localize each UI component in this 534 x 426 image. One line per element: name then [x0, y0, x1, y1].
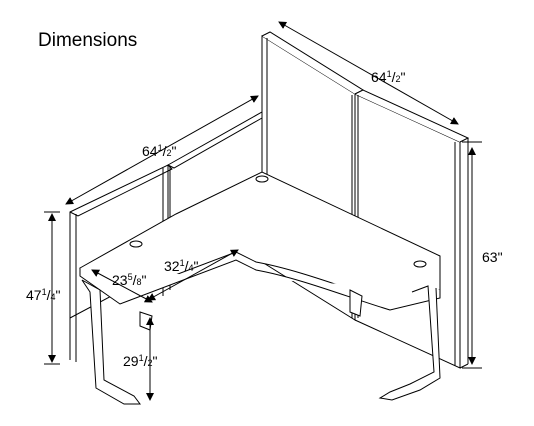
dim-return-width: 321/4"	[164, 258, 199, 274]
dim-short-panel-height: 471/4"	[26, 287, 61, 303]
dim-desk-height: 291/2"	[123, 353, 158, 369]
dim-return-depth: 235/8"	[112, 272, 147, 288]
diagram-title: Dimensions	[38, 30, 138, 51]
dim-back-panel-width: 641/2"	[371, 69, 406, 85]
dim-side-panel-width: 641/2"	[142, 143, 177, 159]
dimension-lines	[44, 21, 482, 401]
dim-tall-panel-height: 63"	[482, 249, 503, 265]
desk-legs	[81, 279, 441, 405]
